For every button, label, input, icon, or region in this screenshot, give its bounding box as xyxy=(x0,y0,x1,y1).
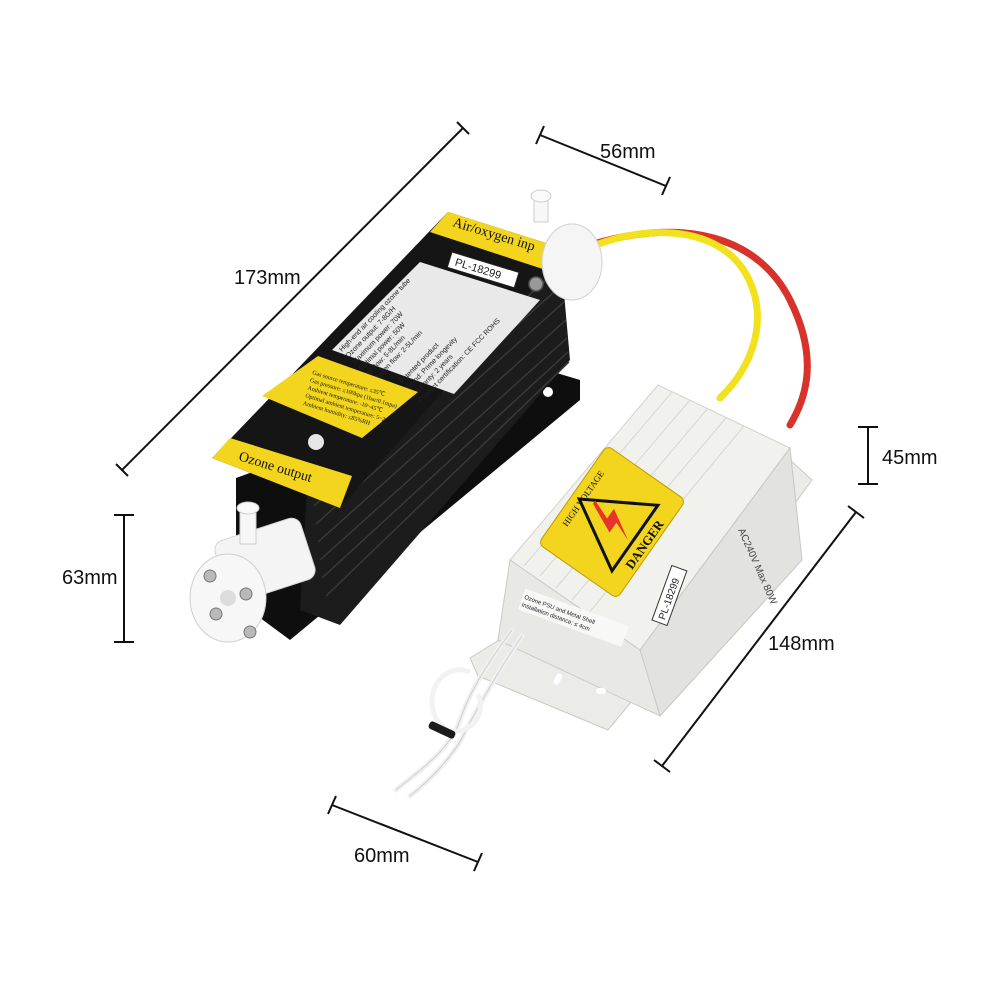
dimension-63mm xyxy=(114,514,134,643)
red-wire xyxy=(586,228,811,429)
dimension-45mm xyxy=(858,426,878,485)
label-60mm: 60mm xyxy=(354,845,410,867)
spec-label xyxy=(332,262,540,394)
power-cord-loop xyxy=(429,667,483,734)
label-63mm: 63mm xyxy=(62,567,118,589)
flange-hole xyxy=(596,688,606,694)
input-cap xyxy=(530,189,603,301)
power-supply-unit: HIGH VOLTAGE DANGER AC240V Max 80W PL-18… xyxy=(469,384,813,731)
mount-hole xyxy=(543,387,553,397)
output-label-strip xyxy=(212,438,352,508)
dimension-56mm xyxy=(535,125,671,196)
lightning-icon xyxy=(592,500,629,541)
yellow-wire xyxy=(558,229,761,402)
label-45mm: 45mm xyxy=(882,447,938,469)
label-173mm: 173mm xyxy=(234,267,301,289)
label-148mm: 148mm xyxy=(768,633,835,655)
warning-label xyxy=(262,356,418,438)
label-56mm: 56mm xyxy=(600,141,656,163)
output-cap xyxy=(189,501,316,643)
ce-sticker xyxy=(308,434,324,450)
flange-hole xyxy=(553,673,563,685)
dimension-148mm xyxy=(653,505,865,773)
ozone-generator: Air/oxygen inp PL-18299 High-end air coo… xyxy=(189,189,603,643)
electrode-bolt xyxy=(528,276,544,292)
dimension-173mm xyxy=(115,121,470,477)
dimension-60mm xyxy=(327,795,483,872)
mount-hole xyxy=(367,603,377,613)
input-label-strip xyxy=(430,212,568,272)
cable-tie xyxy=(428,721,456,739)
